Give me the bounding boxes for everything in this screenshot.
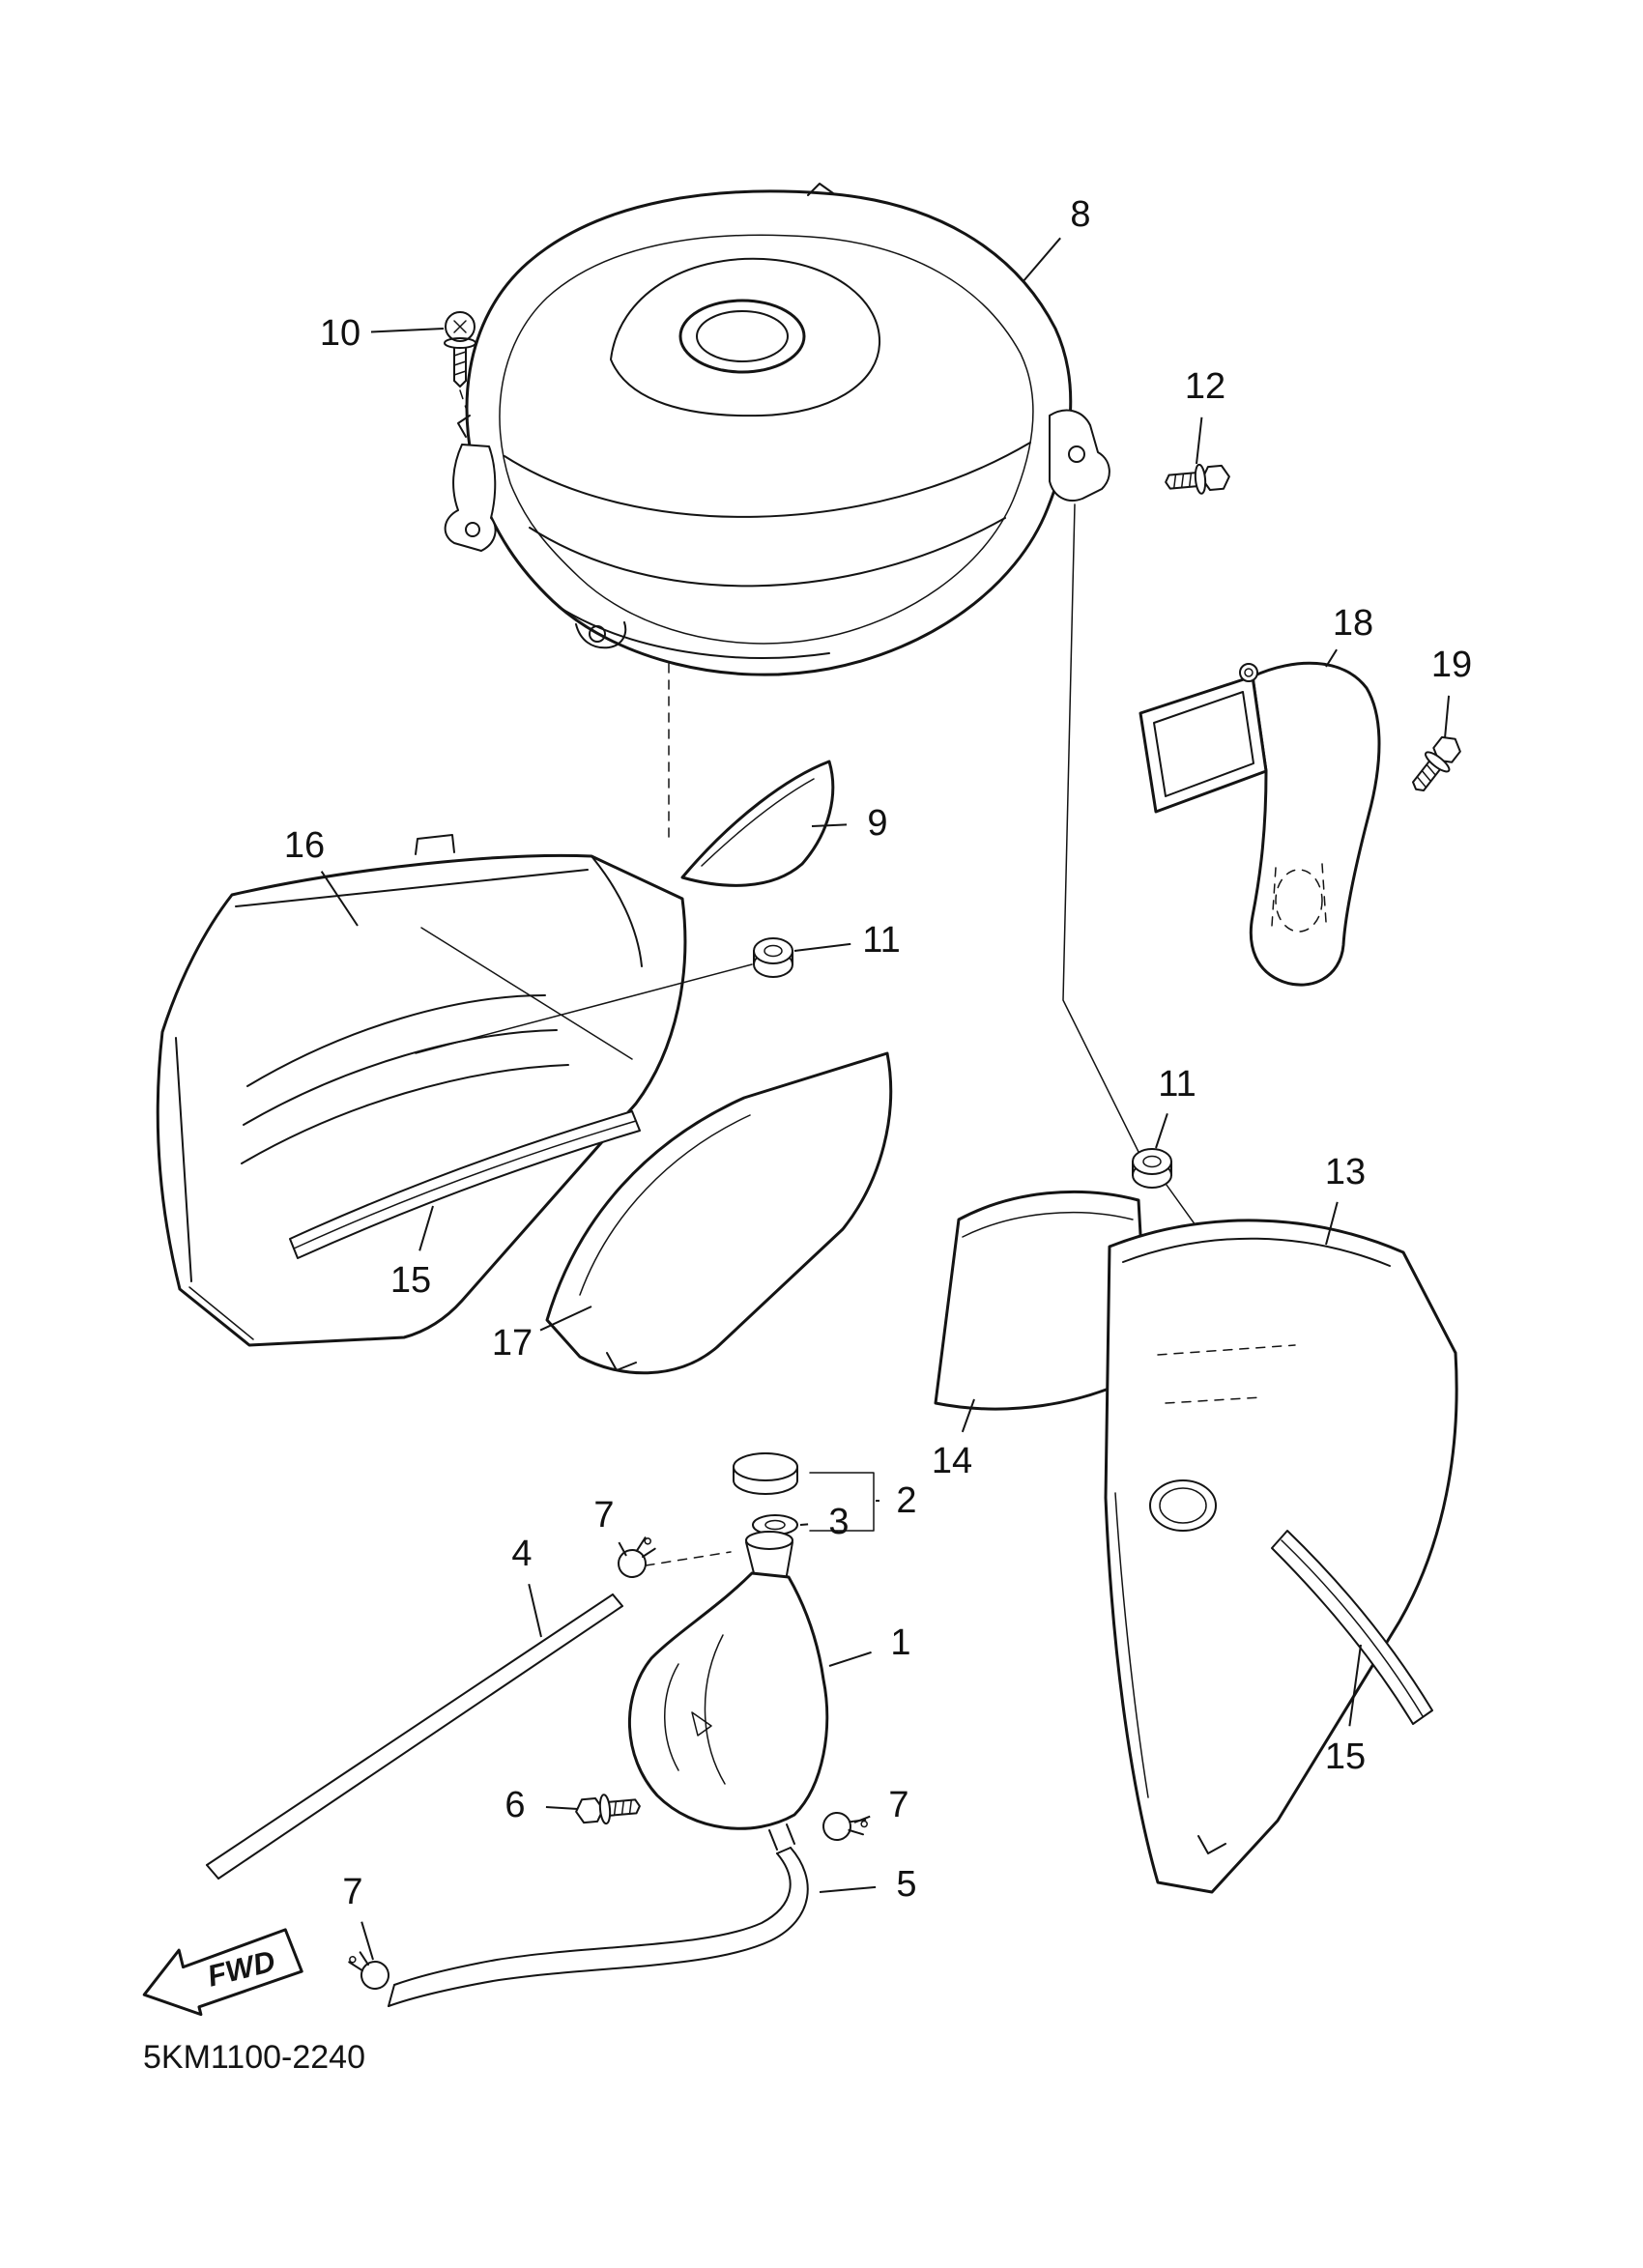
callout-label-18: 18	[1333, 603, 1373, 644]
bolt-6	[573, 1791, 643, 1827]
callout-label-11: 11	[1158, 1064, 1196, 1105]
side-cover-16	[156, 834, 687, 1347]
callout-label-2: 2	[896, 1480, 916, 1521]
callout-leader-11	[793, 942, 851, 952]
callout-label-12: 12	[1185, 366, 1225, 407]
tank-bracket-right	[1049, 409, 1110, 502]
panel-17	[545, 1051, 893, 1375]
callout-leader-4	[528, 1583, 542, 1638]
callout-leader-9	[811, 823, 848, 827]
hose-5	[388, 1847, 809, 2007]
callout-leader-15	[1348, 1644, 1362, 1727]
callout-leader-18	[1325, 648, 1338, 668]
reservoir-tank-1	[627, 1531, 829, 1851]
callout-leader-17	[539, 1306, 592, 1332]
callout-leader-19	[1444, 695, 1451, 739]
callout-label-7: 7	[593, 1495, 614, 1536]
callout-label-19: 19	[1431, 645, 1472, 685]
callout-label-15: 15	[390, 1260, 431, 1301]
callout-label-13: 13	[1325, 1152, 1366, 1192]
part-code: 5KM1100-2240	[143, 2039, 365, 2076]
clamp-assembly-line	[645, 1551, 732, 1566]
bolt-19	[1403, 729, 1468, 800]
callout-leader-5	[819, 1885, 877, 1893]
callout-leader-8	[1022, 237, 1061, 283]
callout-label-7: 7	[888, 1785, 908, 1825]
assembly-lines-panels	[415, 927, 753, 1060]
callout-leader-14	[961, 1398, 975, 1433]
callout-label-15: 15	[1325, 1737, 1366, 1777]
callout-label-7: 7	[342, 1872, 362, 1912]
tank-bracket-left	[444, 415, 497, 552]
clamp-7-right	[817, 1798, 873, 1854]
hose-4	[206, 1593, 623, 1880]
bolt-12	[1163, 461, 1232, 498]
callout-label-17: 17	[492, 1323, 533, 1364]
callout-label-10: 10	[320, 313, 360, 354]
callout-leader-15	[418, 1205, 434, 1251]
callout-label-14: 14	[932, 1441, 972, 1481]
clamp-7-bottom	[346, 1946, 392, 1994]
callout-label-1: 1	[890, 1622, 910, 1663]
trim-strip-15-right	[1271, 1530, 1433, 1725]
fuel-tank-cover-8	[465, 183, 1073, 676]
callout-leader-1	[828, 1651, 872, 1667]
callout-label-8: 8	[1070, 194, 1090, 235]
clamp-7-top	[614, 1535, 661, 1581]
callout-leader-13	[1325, 1201, 1339, 1246]
callout-leader-6	[545, 1805, 579, 1810]
callout-leader-10	[370, 328, 445, 333]
callout-leader-7	[618, 1541, 627, 1557]
callout-label-5: 5	[896, 1864, 916, 1905]
callout-bracket-2	[809, 1472, 875, 1532]
callout-label-4: 4	[511, 1534, 532, 1574]
grommet-11-center	[753, 937, 793, 978]
panel-9	[680, 760, 835, 887]
air-duct-18	[1139, 661, 1381, 987]
callout-leader-12	[1196, 416, 1203, 465]
callout-label-9: 9	[867, 803, 887, 844]
screw-10	[444, 311, 476, 388]
callout-leader-11	[1155, 1113, 1168, 1149]
callout-leader-16	[320, 871, 359, 927]
cap-2	[733, 1452, 798, 1495]
callout-label-16: 16	[284, 825, 325, 866]
grommet-11-right	[1132, 1148, 1172, 1189]
fwd-arrow: FWD	[142, 1928, 303, 2017]
callout-leader-3	[799, 1523, 809, 1526]
callout-label-6: 6	[504, 1785, 525, 1825]
callout-label-3: 3	[828, 1502, 849, 1542]
callout-label-11: 11	[862, 920, 900, 961]
fwd-label: FWD	[204, 1944, 278, 1994]
callout-leader-7	[360, 1921, 374, 1961]
callout-leader-7	[853, 1815, 871, 1823]
trim-strip-15-left	[289, 1110, 641, 1259]
